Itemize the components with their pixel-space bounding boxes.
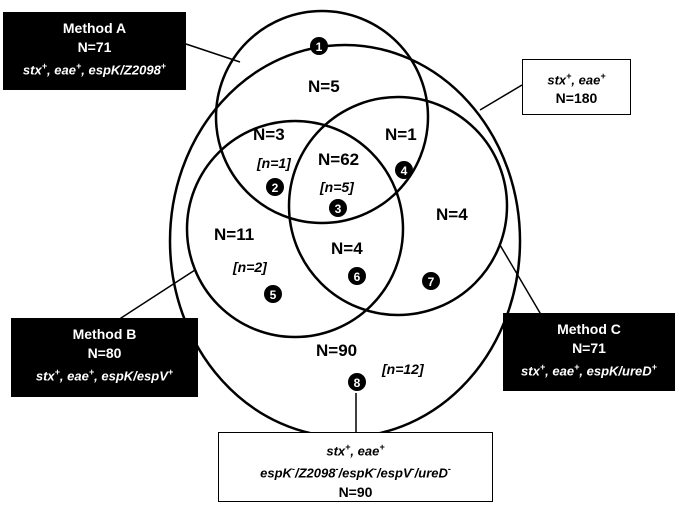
method-c-count: N=71 (572, 340, 606, 356)
negative-count: N=90 (338, 483, 373, 500)
svg-text:6: 6 (354, 270, 361, 284)
method-b-box: Method B N=80 stx+, eae+, espK/espV+ (11, 318, 198, 397)
svg-text:8: 8 (354, 376, 361, 390)
connector-method-b (117, 269, 196, 321)
method-c-title: Method C (557, 321, 621, 337)
region-b-only-note: [n=2] (232, 259, 268, 275)
marker-3: 3 (329, 199, 347, 217)
circle-method-b (185, 119, 405, 339)
method-c-box: Method C N=71 stx+, eae+, espK/ureD+ (503, 313, 675, 391)
method-c-genes: stx+, eae+, espK/ureD+ (521, 362, 657, 379)
region-c-only-count: N=4 (436, 205, 468, 224)
total-box: stx+, eae+ N=180 (522, 59, 631, 115)
negative-box: stx+, eae+ espK-/Z2098-/espK-/espV-/ureD… (218, 432, 493, 502)
marker-6: 6 (348, 267, 366, 285)
method-b-title: Method B (72, 326, 137, 342)
svg-text:3: 3 (335, 202, 342, 216)
svg-text:1: 1 (316, 40, 323, 54)
region-outside-note: [n=12] (381, 361, 425, 377)
connector-method-a (185, 43, 241, 63)
total-genes: stx+, eae+ (547, 71, 606, 88)
connector-method-c (499, 244, 544, 319)
circle-method-a (214, 9, 430, 225)
marker-8: 8 (348, 373, 366, 391)
marker-7: 7 (422, 272, 440, 290)
method-a-box: Method A N=71 stx+, eae+, espK/Z2098+ (3, 12, 186, 90)
region-ab-count: N=3 (253, 125, 285, 144)
region-a-only-count: N=5 (308, 77, 340, 96)
method-a-count: N=71 (77, 39, 112, 55)
marker-5: 5 (264, 285, 282, 303)
region-abc-note: [n=5] (319, 179, 355, 195)
marker-2: 2 (266, 178, 284, 196)
svg-text:5: 5 (270, 288, 277, 302)
negative-genes-line2: espK-/Z2098-/espK-/espV-/ureD- (260, 464, 451, 481)
negative-genes-line1: stx+, eae+ (326, 442, 385, 459)
method-a-title: Method A (62, 20, 127, 36)
region-ab-note: [n=1] (256, 155, 292, 171)
total-count: N=180 (555, 90, 598, 107)
region-outside-count: N=90 (316, 341, 357, 360)
marker-4: 4 (395, 161, 413, 179)
method-b-count: N=80 (87, 345, 122, 361)
svg-text:7: 7 (428, 275, 435, 289)
region-bc-count: N=4 (331, 239, 363, 258)
region-b-only-count: N=11 (214, 225, 254, 244)
svg-text:2: 2 (272, 181, 279, 195)
method-b-genes: stx+, eae+, espK/espV+ (35, 367, 174, 384)
region-ac-count: N=1 (385, 125, 417, 144)
connector-total (479, 84, 523, 111)
region-abc-count: N=62 (318, 150, 359, 169)
method-a-genes: stx+, eae+, espK/Z2098+ (22, 61, 167, 78)
svg-text:4: 4 (401, 164, 408, 178)
marker-1: 1 (310, 37, 328, 55)
circle-method-c (287, 95, 509, 317)
